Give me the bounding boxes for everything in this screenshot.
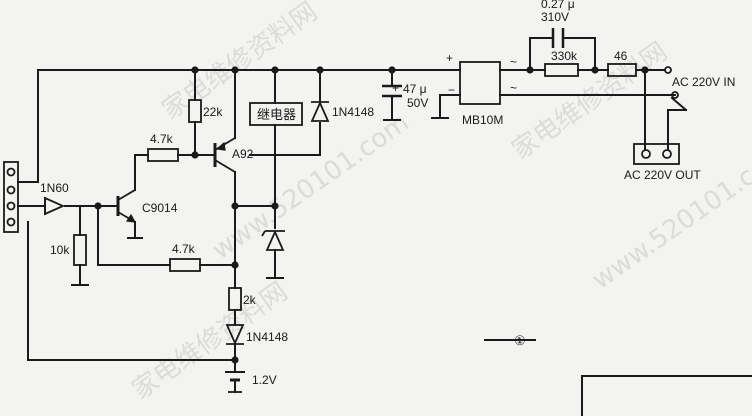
bridge-rectifier: + − ~ ~ MB10M [446, 51, 517, 127]
label-mark-1: ① [514, 333, 526, 348]
resistor-46: 46 [607, 49, 637, 77]
reference-mark: ① [514, 333, 526, 348]
label-330k: 330k [551, 49, 578, 63]
diode-1n4148-top: 1N4148 [310, 100, 374, 122]
resistor-330k: 330k [544, 49, 579, 77]
label-ac-in: AC 220V IN [672, 75, 735, 89]
watermark-text: 家电维修资料网 [157, 0, 323, 126]
label-cap-027-voltage: 310V [541, 10, 569, 24]
label-relay: 继电器 [257, 107, 296, 122]
label-cap-47-value: 47 μ [403, 82, 427, 96]
label-1n60: 1N60 [40, 181, 69, 195]
transistor-c9014: C9014 [116, 189, 178, 223]
resistor-2k: 2k [228, 287, 257, 311]
label-bridge: MB10M [462, 113, 503, 127]
battery-1v2: 1.2V [225, 371, 277, 393]
diode-1n60: 1N60 [40, 181, 69, 216]
watermark-url: www.520101.com [587, 138, 752, 296]
label-cap-47-voltage: 50V [407, 96, 428, 110]
label-bridge-minus: − [448, 83, 455, 97]
ac-output-socket: AC 220V OUT [624, 143, 701, 182]
zener-diode [261, 229, 285, 251]
capacitor-0u27: 0.27 μ 310V [541, 0, 575, 48]
label-1n4148-bottom: 1N4148 [246, 330, 288, 344]
label-46: 46 [614, 49, 628, 63]
relay-coil: 继电器 [249, 102, 303, 126]
wires [17, 37, 752, 416]
label-22k: 22k [203, 105, 223, 119]
resistor-10k: 10k [50, 234, 87, 266]
resistor-22k: 22k [188, 99, 223, 123]
label-10k: 10k [50, 243, 70, 257]
label-bridge-ac-bottom: ~ [510, 81, 517, 95]
watermark-url: www.520101.com [207, 108, 415, 266]
junctions [94, 66, 649, 364]
label-bridge-ac-top: ~ [510, 55, 517, 69]
label-cap-027-value: 0.27 μ [541, 0, 575, 11]
probe-connector [3, 161, 19, 233]
capacitor-47u: + 47 μ 50V [382, 81, 428, 110]
label-battery: 1.2V [252, 373, 277, 387]
watermark: 家电维修资料网 家电维修资料网 家电维修资料网 www.520101.com w… [127, 0, 752, 406]
ac-input-terminals: AC 220V IN [664, 66, 735, 112]
label-a92: A92 [232, 147, 254, 161]
label-cap-plus: + [392, 81, 399, 95]
label-1n4148-top: 1N4148 [332, 105, 374, 119]
watermark-text: 家电维修资料网 [507, 37, 673, 166]
label-4k7-bottom: 4.7k [172, 242, 196, 256]
transistor-a92: A92 [213, 137, 254, 173]
label-ac-out: AC 220V OUT [624, 168, 701, 182]
label-2k: 2k [243, 293, 257, 307]
label-c9014: C9014 [142, 201, 178, 215]
resistor-4k7-feedback: 4.7k [169, 242, 201, 272]
diode-1n4148-bottom: 1N4148 [225, 324, 288, 346]
resistor-4k7-base: 4.7k [147, 132, 179, 162]
label-bridge-plus: + [446, 51, 453, 65]
label-4k7-top: 4.7k [150, 132, 174, 146]
